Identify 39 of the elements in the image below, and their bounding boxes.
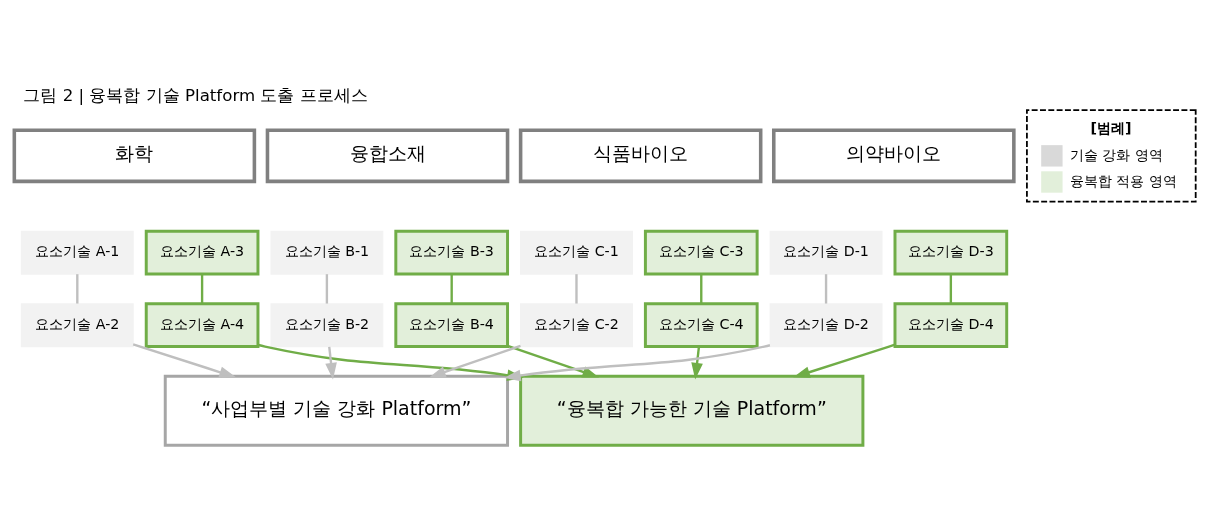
node-box: 요소기술 D-4 bbox=[893, 302, 1009, 349]
node-box: 요소기술 B-1 bbox=[270, 230, 384, 275]
node-box: 융합소재 bbox=[265, 128, 510, 184]
node-box: 요소기술 D-1 bbox=[769, 230, 883, 275]
connector bbox=[575, 274, 578, 304]
node-box: “융복합 가능한 기술 Platform” bbox=[519, 374, 865, 447]
node-box: 요소기술 D-3 bbox=[893, 229, 1009, 276]
node-box: 요소기술 D-2 bbox=[769, 303, 883, 348]
node-box: 식품바이오 bbox=[518, 128, 763, 184]
connector bbox=[824, 274, 828, 304]
node-box: 요소기술 C-4 bbox=[643, 302, 759, 349]
diagram-title: 그림 2 | 융복합 기술 Platform 도출 프로세스 bbox=[23, 85, 368, 105]
node-box: 요소기술 B-4 bbox=[394, 302, 510, 349]
connector bbox=[700, 274, 703, 304]
node-box: 요소기술 C-3 bbox=[643, 229, 759, 276]
arrow bbox=[429, 344, 521, 378]
arrow bbox=[793, 343, 896, 378]
node-box: 화학 bbox=[12, 128, 257, 184]
legend-label: 기술 강화 영역 bbox=[1069, 146, 1163, 163]
node-box: 요소기술 C-1 bbox=[520, 230, 633, 275]
connector bbox=[450, 274, 453, 304]
node-box: 요소기술 A-3 bbox=[144, 229, 260, 276]
node-box: “사업부별 기술 강화 Platform” bbox=[163, 374, 510, 447]
connector bbox=[76, 274, 79, 304]
connector bbox=[200, 274, 204, 304]
node-box: 요소기술 C-2 bbox=[520, 303, 633, 348]
node-box: 의약바이오 bbox=[772, 128, 1016, 184]
node-box: 요소기술 A-2 bbox=[20, 303, 134, 348]
legend-label: 융복합 적용 영역 bbox=[1069, 172, 1177, 189]
node-box: 요소기술 A-1 bbox=[20, 230, 134, 275]
connector bbox=[325, 274, 329, 304]
arrow bbox=[325, 346, 337, 380]
node-box: 요소기술 A-4 bbox=[144, 302, 260, 349]
arrow bbox=[507, 344, 600, 378]
connector bbox=[949, 274, 953, 304]
label: [범례] bbox=[1090, 119, 1132, 136]
arrow bbox=[132, 343, 236, 378]
node-box: 요소기술 B-3 bbox=[394, 229, 510, 276]
node-box: 요소기술 B-2 bbox=[270, 303, 384, 348]
